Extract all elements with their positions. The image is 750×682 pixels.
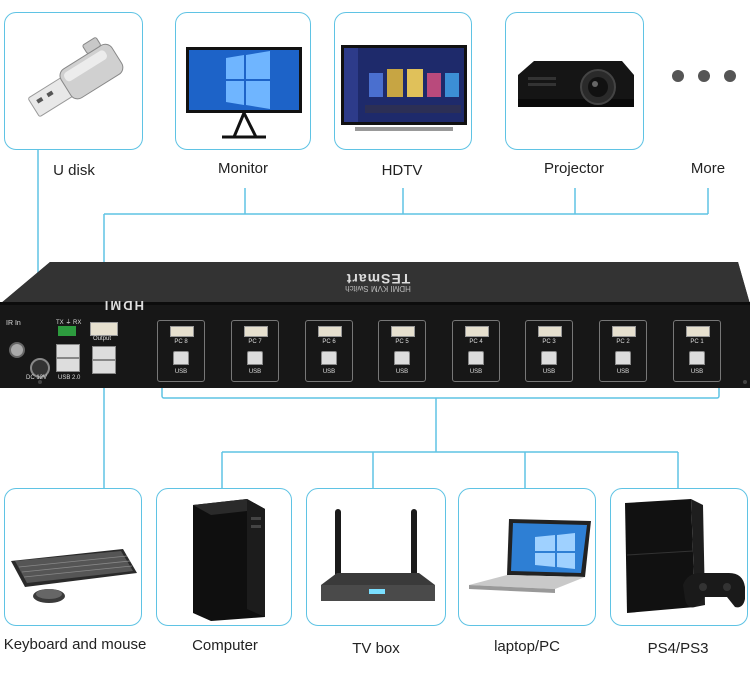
dc-label: DC 12V — [26, 375, 48, 381]
ir-in-port[interactable] — [9, 342, 25, 358]
hdmi-input-port[interactable] — [612, 326, 636, 337]
output-label-more: More — [690, 160, 726, 177]
pc-port-label: PC 2 — [616, 339, 630, 345]
hdmi-input-port[interactable] — [391, 326, 415, 337]
pc-port-group: PC 4 USB — [452, 320, 500, 382]
keyboard-mouse-icon — [11, 549, 137, 603]
usb-port-label: USB — [690, 369, 704, 375]
usb-b-port[interactable] — [468, 351, 484, 365]
ps4-card — [610, 488, 748, 626]
hdmi-input-port[interactable] — [170, 326, 194, 337]
hdtv-icon — [341, 45, 467, 131]
hdmi-output-port[interactable] — [90, 322, 118, 336]
hdtv-card — [334, 12, 472, 150]
usb-port-label: USB — [174, 369, 188, 375]
usb-port-label: USB — [395, 369, 409, 375]
computer-tower-icon — [193, 499, 265, 621]
pc-port-label: PC 5 — [395, 339, 409, 345]
projector-icon — [518, 61, 634, 107]
usb-b-port[interactable] — [689, 351, 705, 365]
hdmi-input-port[interactable] — [538, 326, 562, 337]
computer-card — [156, 488, 292, 626]
hdmi-input-port[interactable] — [465, 326, 489, 337]
usb-b-port[interactable] — [615, 351, 631, 365]
usb-port-1[interactable] — [56, 344, 80, 358]
pc-port-label: PC 6 — [322, 339, 336, 345]
dc-power-port[interactable] — [30, 358, 50, 378]
usb-port-label: USB — [248, 369, 262, 375]
more-dots-icon — [672, 70, 736, 82]
serial-terminal[interactable] — [58, 326, 76, 336]
usb-port-2[interactable] — [56, 358, 80, 372]
hdmi-input-port[interactable] — [318, 326, 342, 337]
hdmi-logo: HDMI — [102, 298, 144, 313]
monitor-card — [175, 12, 311, 150]
pc-port-group: PC 1 USB — [673, 320, 721, 382]
usb-port-label: USB — [542, 369, 556, 375]
projector-card — [505, 12, 644, 150]
pc-port-label: PC 1 — [690, 339, 704, 345]
usb-b-port[interactable] — [247, 351, 263, 365]
input-label-tv-box: TV box — [352, 640, 400, 657]
hdmi-input-port[interactable] — [244, 326, 268, 337]
usb-port-label: USB — [322, 369, 336, 375]
serial-label: TX ⏚ RX — [56, 320, 82, 326]
usb-port-3[interactable] — [92, 346, 116, 360]
input-label-keyboard-mouse: Keyboard and mouse — [3, 636, 147, 653]
usb-port-label: USB — [616, 369, 630, 375]
tv-box-card — [306, 488, 446, 626]
pc-port-label: PC 7 — [248, 339, 262, 345]
ir-in-label: IR In — [6, 320, 21, 327]
u-disk-card — [4, 12, 143, 150]
laptop-card — [458, 488, 596, 626]
output-label-projector: Projector — [543, 160, 605, 177]
laptop-icon — [469, 519, 591, 593]
pc-port-group: PC 2 USB — [599, 320, 647, 382]
usb-port-label: USB — [469, 369, 483, 375]
pc-port-group: PC 5 USB — [378, 320, 426, 382]
tv-box-icon — [321, 509, 435, 601]
usb-b-port[interactable] — [394, 351, 410, 365]
usb-b-port[interactable] — [321, 351, 337, 365]
input-label-laptop: laptop/PC — [494, 638, 560, 655]
input-label-ps4: PS4/PS3 — [647, 640, 709, 657]
monitor-icon — [186, 47, 302, 139]
pc-port-group: PC 7 USB — [231, 320, 279, 382]
output-label-hdtv: HDTV — [381, 162, 423, 179]
hdmi-input-port[interactable] — [686, 326, 710, 337]
pc-port-label: PC 4 — [469, 339, 483, 345]
pc-port-group: PC 3 USB — [525, 320, 573, 382]
usb-b-port[interactable] — [173, 351, 189, 365]
output-label-monitor: Monitor — [217, 160, 269, 177]
pc-port-group: PC 8 USB — [157, 320, 205, 382]
usb-port-4[interactable] — [92, 360, 116, 374]
output-label-u-disk: U disk — [53, 162, 95, 179]
output-label: Output — [93, 336, 112, 342]
pc-port-label: PC 8 — [174, 339, 188, 345]
pc-port-label: PC 3 — [542, 339, 556, 345]
keyboard-mouse-card — [4, 488, 142, 626]
usb-flash-drive-icon — [28, 37, 124, 117]
pc-port-group: PC 6 USB — [305, 320, 353, 382]
input-label-computer: Computer — [192, 637, 258, 654]
usb-label: USB 2.0 — [58, 375, 81, 381]
usb-b-port[interactable] — [541, 351, 557, 365]
game-console-icon — [625, 499, 745, 613]
brand-subtitle: HDMI KVM Switch — [345, 284, 411, 293]
